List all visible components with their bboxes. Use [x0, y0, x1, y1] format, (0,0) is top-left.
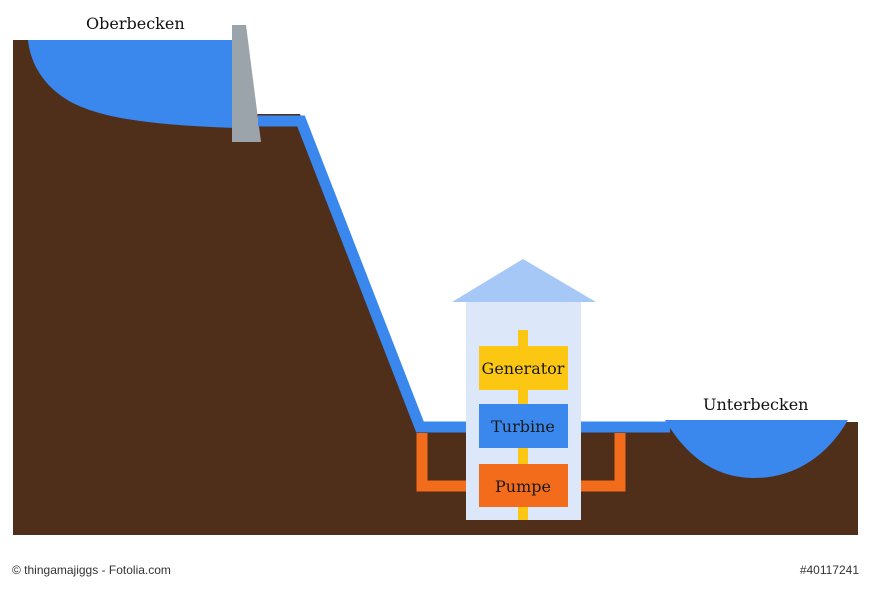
- lower-reservoir-label: Unterbecken: [703, 395, 808, 414]
- generator-box: [479, 346, 568, 390]
- image-credit: © thingamajiggs - Fotolia.com: [12, 563, 171, 577]
- stock-id: #40117241: [799, 563, 859, 577]
- turbine-box: [479, 404, 568, 448]
- lower-reservoir-water: [665, 420, 848, 478]
- dam: [232, 25, 261, 142]
- pump-box: [479, 464, 568, 507]
- turbine-label: Turbine: [491, 417, 555, 436]
- upper-reservoir-water: [28, 40, 235, 128]
- upper-reservoir-label: Oberbecken: [86, 14, 185, 33]
- generator-label: Generator: [482, 359, 565, 378]
- powerhouse-roof: [452, 259, 596, 302]
- mountain-terrain: [13, 40, 858, 535]
- pump-label: Pumpe: [495, 477, 551, 496]
- pump-pipe-circuit: [416, 433, 626, 492]
